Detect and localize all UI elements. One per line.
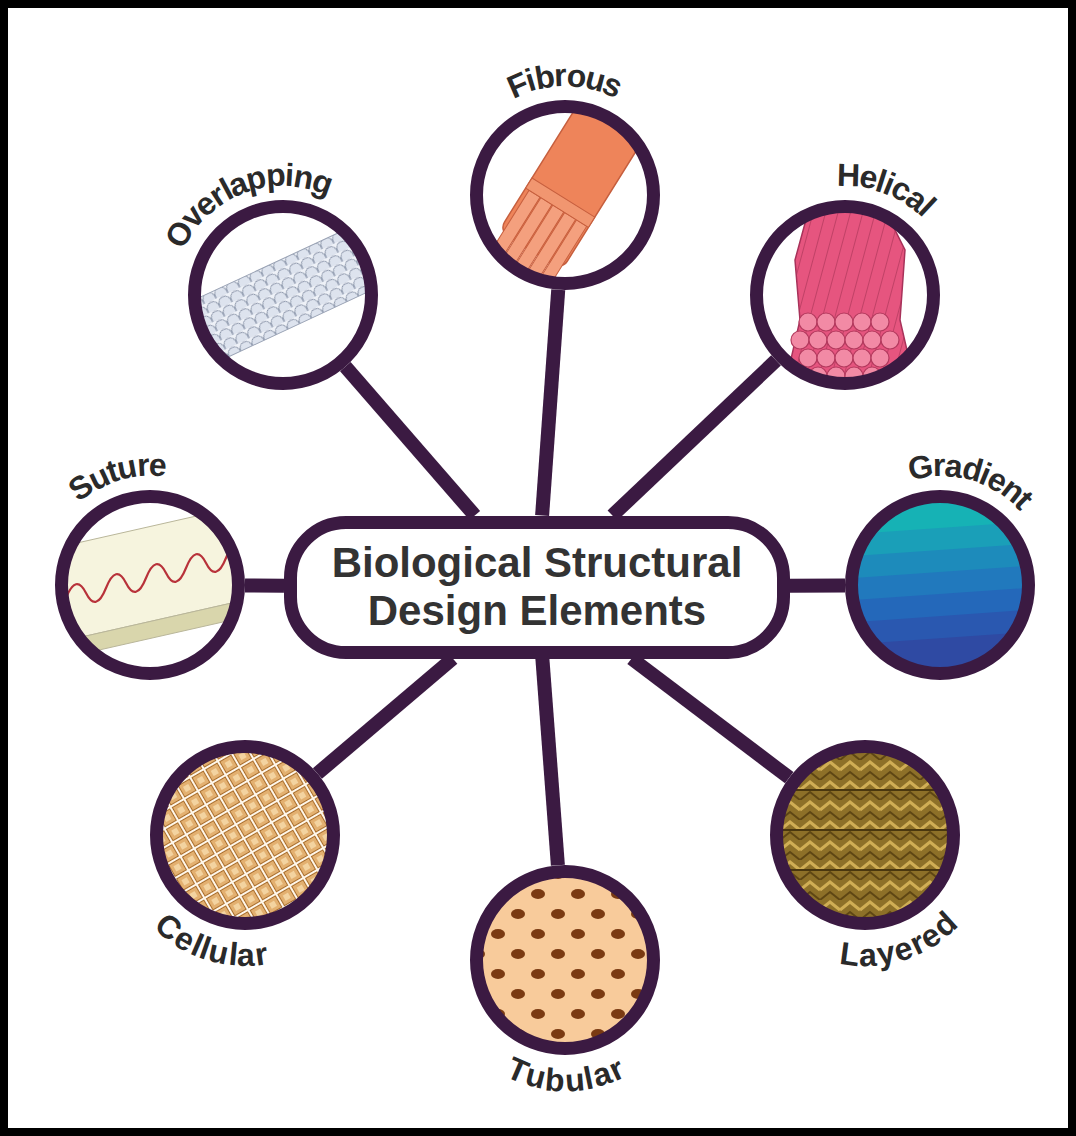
- hub-box: Biological Structural Design Elements: [284, 516, 790, 659]
- fiber-end: [475, 297, 489, 309]
- suture-picture: [55, 495, 250, 685]
- fiber: [504, 212, 576, 316]
- picture-ground: [750, 200, 940, 390]
- label-letter: e: [148, 449, 168, 482]
- label-letter: b: [544, 1063, 566, 1096]
- element-label: Gradient: [903, 448, 1041, 517]
- fiber-end: [469, 281, 483, 293]
- gradient-band: [844, 631, 1047, 695]
- bundle-sheath: [526, 178, 595, 227]
- tubule-field: [470, 865, 660, 1055]
- element-circle: Tubular: [470, 865, 660, 1055]
- element-circle: Fibrous: [470, 100, 660, 290]
- tubular-picture: [470, 865, 660, 1055]
- element-label: Fibrous: [500, 58, 630, 102]
- label-letter: a: [237, 939, 255, 971]
- layer-stack: [770, 740, 960, 930]
- element-circle: Suture: [55, 490, 245, 680]
- label-letter: H: [836, 159, 860, 192]
- element-label: Helical: [831, 158, 944, 224]
- fiber-end: [502, 307, 516, 319]
- element-label: Suture: [64, 448, 175, 504]
- helical-fibers: [785, 200, 915, 385]
- gradient-picture: [834, 483, 1047, 694]
- element-label: Layered: [832, 907, 962, 972]
- label-letter: r: [136, 449, 150, 482]
- layer-edge: [770, 789, 960, 791]
- cellular-picture: [150, 740, 340, 930]
- label-letter: G: [905, 449, 935, 485]
- label-letter: b: [532, 59, 557, 94]
- spoke-line: [612, 360, 776, 515]
- label-letter: r: [253, 937, 270, 970]
- spoke-line: [632, 659, 790, 778]
- element-circle: Cellular: [150, 740, 340, 930]
- element-circle: Helical: [750, 200, 940, 390]
- label-letter: L: [838, 937, 862, 971]
- element-label: Overlapping: [163, 158, 340, 250]
- spoke-line: [542, 659, 558, 866]
- spoke-line: [317, 659, 452, 774]
- element-label: Cellular: [151, 910, 278, 972]
- cell-lattice: [150, 740, 340, 930]
- layered-picture: [770, 740, 960, 930]
- layer-edge: [770, 869, 960, 871]
- helical-picture: [750, 200, 940, 390]
- hub-title: Biological Structural Design Elements: [317, 539, 757, 636]
- spoke-line: [245, 578, 284, 592]
- suture-line: [66, 544, 246, 602]
- element-label: Tubular: [500, 1052, 632, 1097]
- element-circle: Overlapping: [188, 200, 378, 390]
- spoke-line: [345, 367, 474, 516]
- element-circle: Layered: [770, 740, 960, 930]
- element-circle: Gradient: [845, 490, 1035, 680]
- spoke-line: [790, 578, 845, 592]
- scale-band: [171, 219, 395, 370]
- fiber-end: [495, 291, 509, 303]
- overlapping-picture: [171, 200, 395, 390]
- fiber-end: [522, 302, 535, 313]
- layer-edge: [770, 829, 960, 831]
- spoke-line: [542, 290, 558, 516]
- slab-side: [55, 600, 245, 660]
- fiber-ends: [791, 313, 899, 385]
- label-letter: p: [265, 159, 287, 192]
